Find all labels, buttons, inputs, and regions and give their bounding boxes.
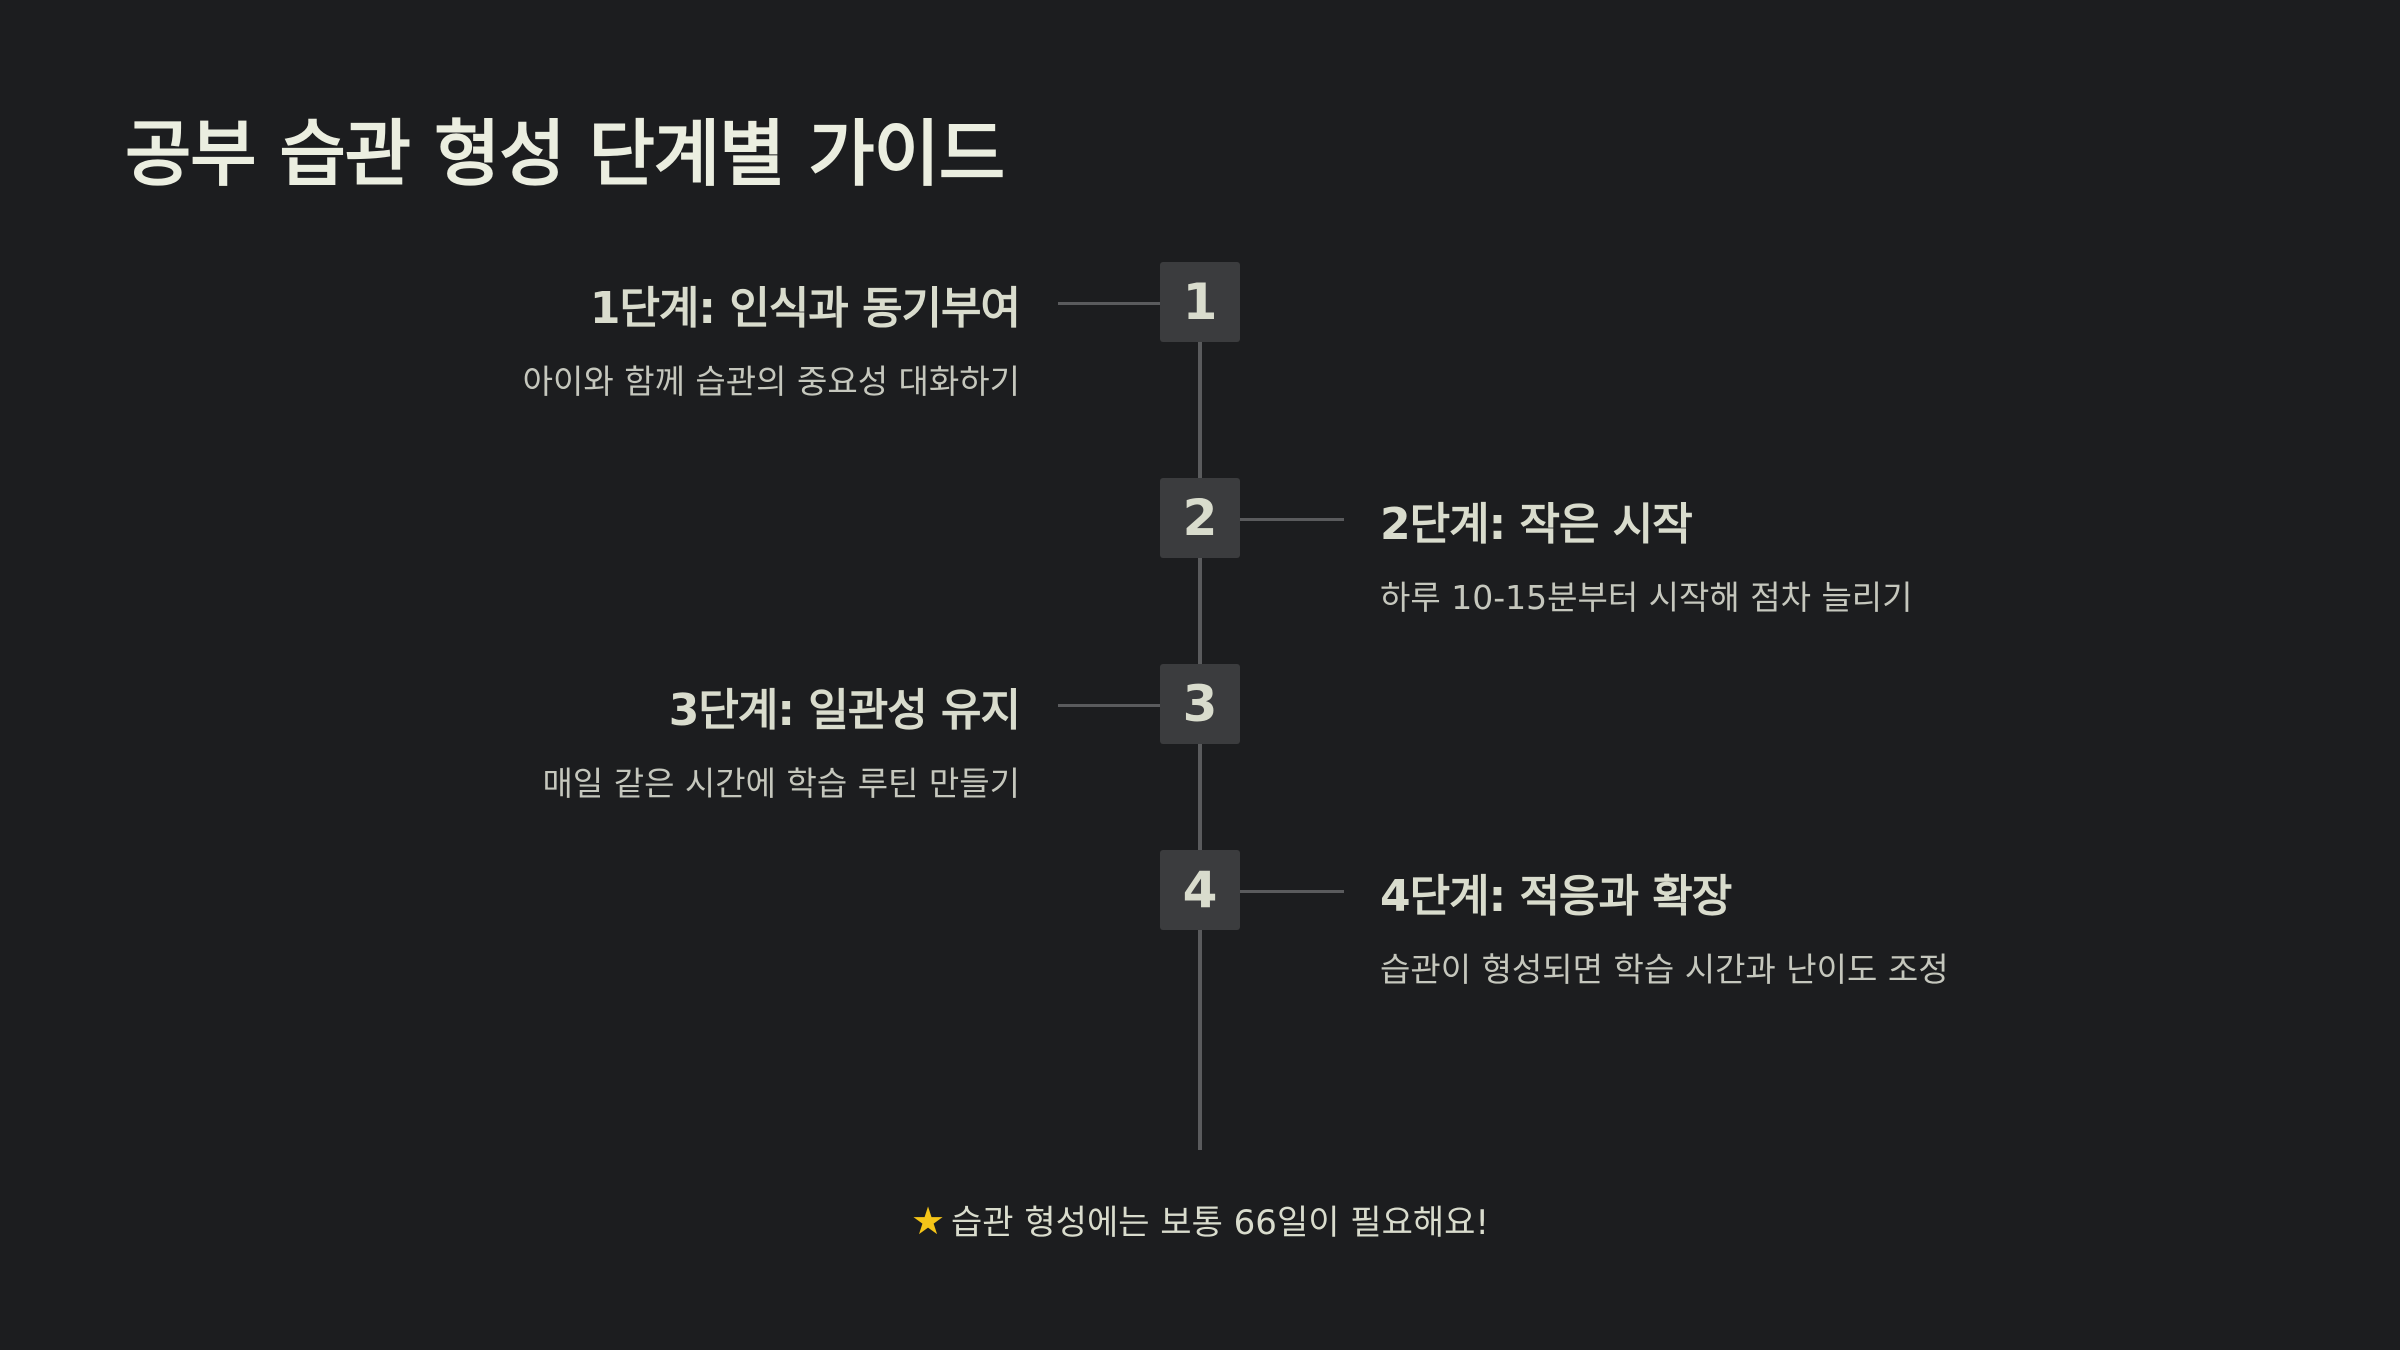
step-1-heading: 1단계: 인식과 동기부여 (589, 283, 1021, 334)
step-3-description: 매일 같은 시간에 학습 루틴 만들기 (542, 764, 1021, 803)
step-4-heading: 4단계: 적응과 확장 (1380, 871, 1732, 922)
footer-note: ★습관 형성에는 보통 66일이 필요해요! (0, 1195, 2400, 1244)
step-4-description: 습관이 형성되면 학습 시간과 난이도 조정 (1380, 950, 1949, 989)
step-4-number-box: 4 (1160, 850, 1240, 930)
step-3-connector (1058, 704, 1160, 707)
step-1-connector (1058, 302, 1160, 305)
step-1-description: 아이와 함께 습관의 중요성 대화하기 (522, 362, 1020, 401)
footer-text: 습관 형성에는 보통 66일이 필요해요! (951, 1203, 1490, 1243)
step-2-connector (1240, 518, 1344, 521)
page-title: 공부 습관 형성 단계별 가이드 (125, 112, 1005, 196)
step-3-number-box: 3 (1160, 664, 1240, 744)
step-2-number-box: 2 (1160, 478, 1240, 558)
step-3-heading: 3단계: 일관성 유지 (668, 685, 1021, 736)
star-icon: ★ (910, 1199, 946, 1243)
step-4-connector (1240, 890, 1344, 893)
step-1-number-box: 1 (1160, 262, 1240, 342)
step-2-heading: 2단계: 작은 시작 (1380, 499, 1693, 550)
step-2-description: 하루 10-15분부터 시작해 점차 늘리기 (1380, 578, 1913, 617)
